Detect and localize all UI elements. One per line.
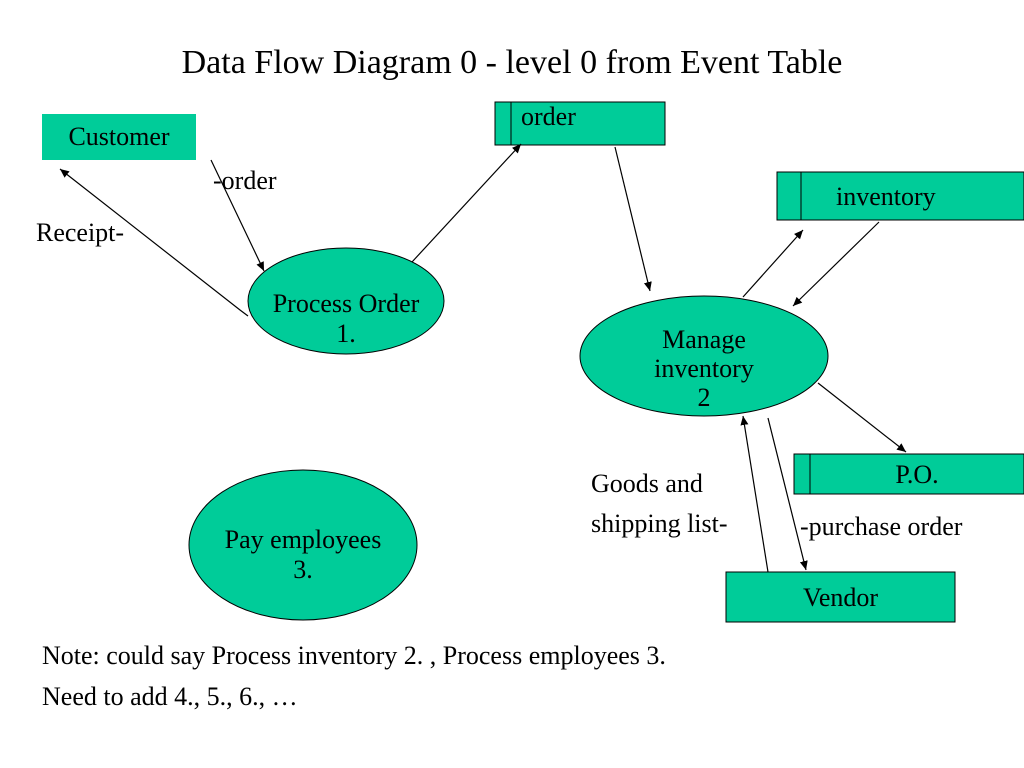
manage-to-po-arrow [817,382,907,453]
pay-employees-number: 3. [293,555,313,584]
vendor-to-manage-arrow [740,415,769,573]
order-store-to-manage-arrow [614,146,652,292]
customer-entity [42,114,196,160]
vendor-label: Vendor [802,583,879,612]
customer-label: Customer [68,122,170,151]
po-store-label: P.O. [895,460,939,489]
note-line-1: Note: could say Process inventory 2. , P… [42,641,666,670]
goods-line-2: shipping list- [591,509,728,538]
pay-employees-label: Pay employees 3. [193,525,413,585]
order-flow-arrow [210,159,265,272]
order-flow-label: -order [213,166,277,195]
process-to-order-store-arrow [411,143,522,263]
inventory-to-manage-arrow [792,221,880,307]
purchase-order-flow-label: -purchase order [800,512,963,541]
vendor-entity [725,571,956,623]
manage-inventory-label: Manage inventory 2 [604,325,804,412]
goods-line-1: Goods and [591,469,703,498]
receipt-flow-label: Receipt- [36,218,125,247]
inventory-store-label: inventory [836,182,936,211]
po-data-store [793,453,1024,495]
note-line-2: Need to add 4., 5., 6., … [42,682,298,711]
process-order-number: 1. [336,319,356,348]
manage-inventory-bubble [579,295,829,417]
manage-to-inventory-arrow [742,229,804,298]
receipt-flow-arrow [59,168,249,317]
diagram-title: Data Flow Diagram 0 - level 0 from Event… [181,44,843,81]
process-order-name: Process Order [272,289,420,318]
process-order-bubble [247,247,445,355]
manage-to-vendor-arrow [767,417,808,571]
goods-shipping-flow-label: Goods and shipping list- [591,464,728,544]
pay-employees-name: Pay employees [224,525,382,554]
order-store-label: order [521,102,576,131]
manage-inventory-number: 2 [697,383,711,412]
pay-employees-bubble [188,469,418,621]
process-order-label: Process Order 1. [246,289,446,349]
inventory-data-store [776,171,1024,221]
order-data-store [494,101,666,146]
manage-inventory-name-1: Manage [662,325,746,354]
manage-inventory-name-2: inventory [654,354,754,383]
